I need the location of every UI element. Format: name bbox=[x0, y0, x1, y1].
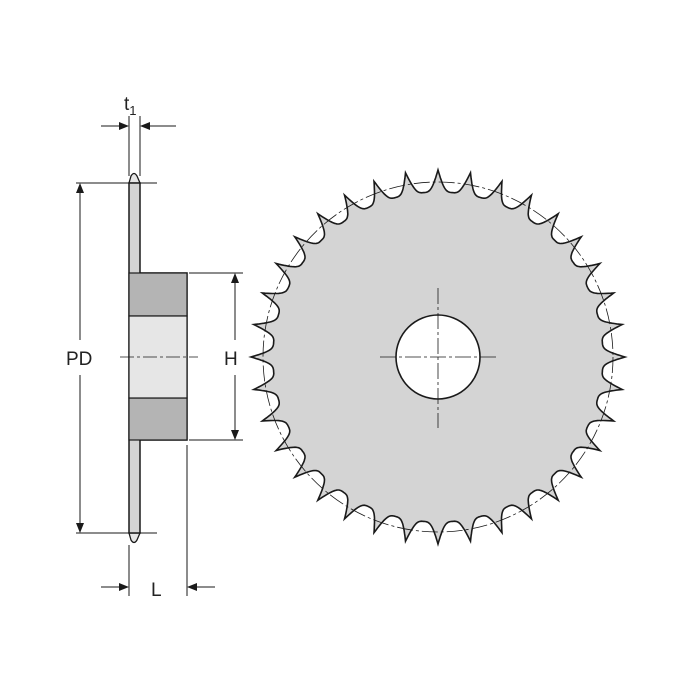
l-label: L bbox=[151, 580, 162, 601]
t1-label: t1 bbox=[124, 94, 137, 118]
hub-section-top bbox=[128, 272, 188, 317]
side-tooth-top bbox=[128, 172, 141, 184]
side-tooth-bottom bbox=[128, 532, 141, 544]
dimension-pd bbox=[76, 182, 157, 534]
h-label: H bbox=[224, 349, 238, 370]
pd-label: PD bbox=[66, 349, 92, 370]
dimension-l bbox=[101, 445, 215, 596]
dimension-t1 bbox=[101, 116, 176, 176]
hub-section-bottom bbox=[128, 397, 188, 441]
front-view bbox=[248, 167, 628, 547]
dimension-h bbox=[189, 272, 243, 441]
side-view bbox=[120, 172, 198, 544]
pitch-circle bbox=[262, 181, 614, 533]
